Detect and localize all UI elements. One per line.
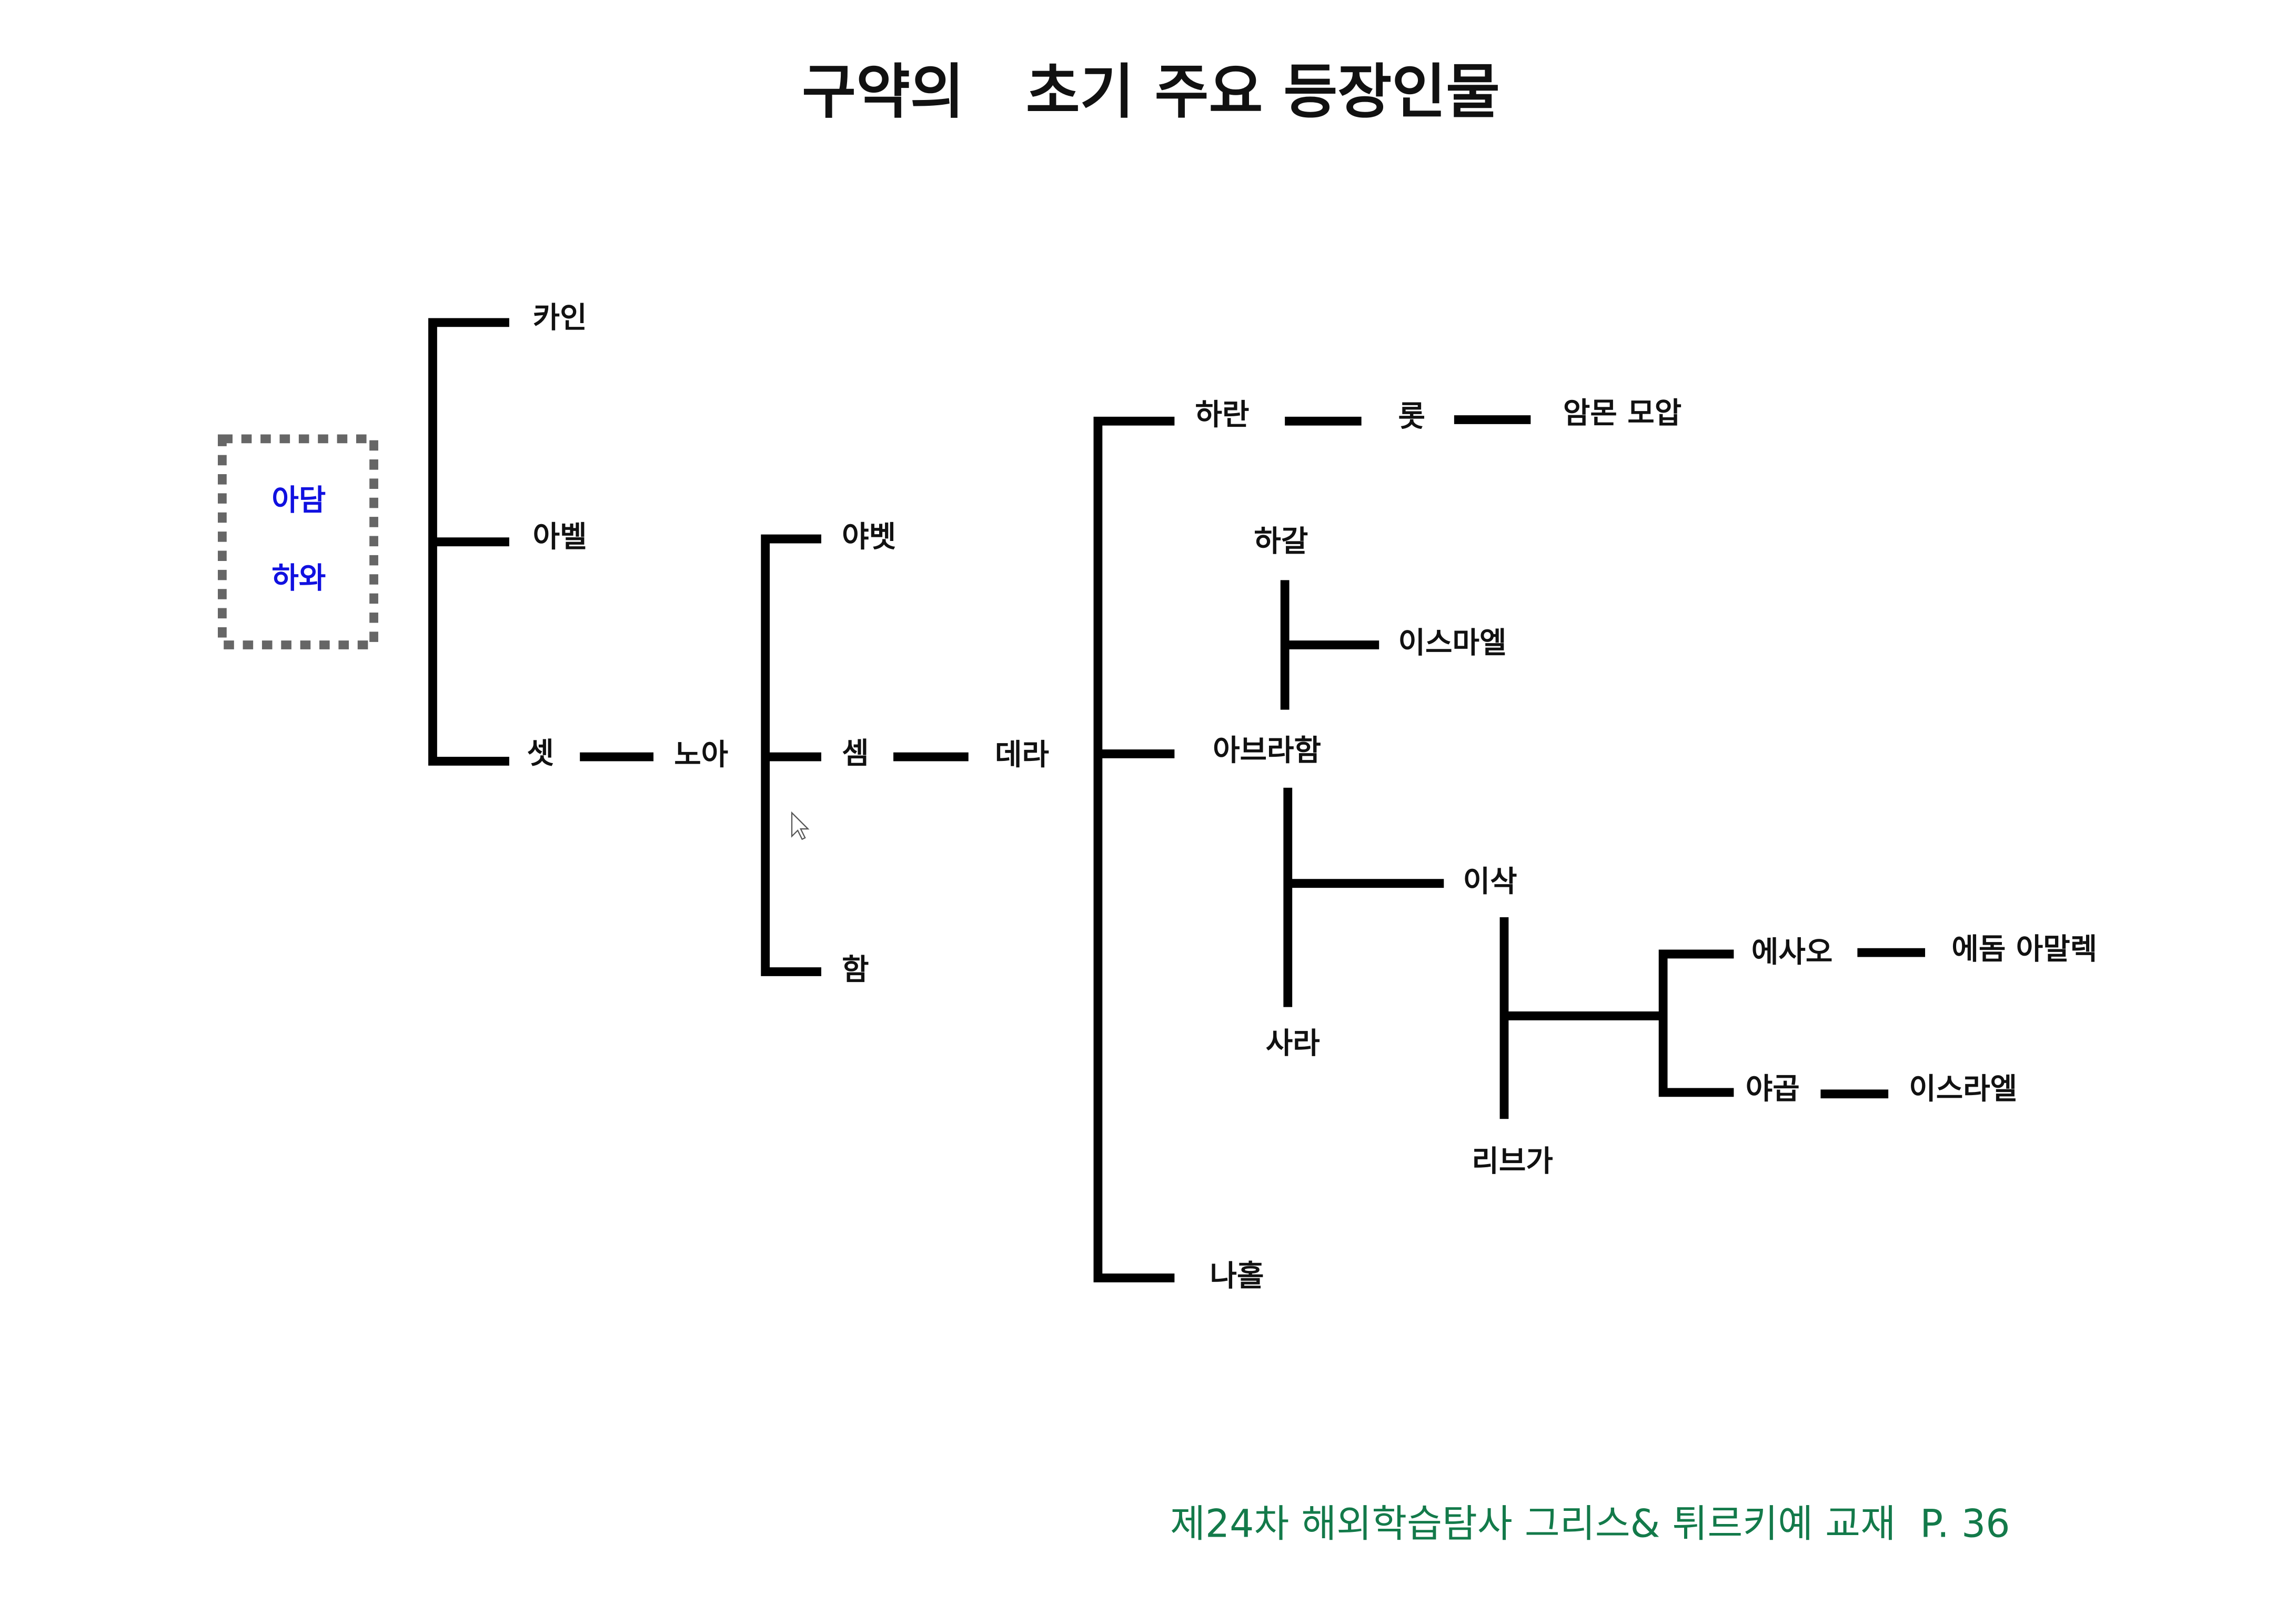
person-esau: 에사오: [1751, 935, 1832, 969]
person-edom-amalek: 에돔 아말렉: [1951, 932, 2097, 966]
person-noah: 노아: [674, 738, 728, 772]
person-sarah: 사라: [1266, 1027, 1320, 1061]
person-ammon-moab: 암몬 모압: [1563, 396, 1681, 430]
person-cain: 카인: [533, 300, 587, 335]
page-title: 구약의 초기 주요 등장인물: [802, 58, 1500, 126]
person-rebekah: 리브가: [1472, 1144, 1553, 1178]
person-jacob: 야곱: [1746, 1072, 1800, 1106]
person-hagar: 하갈: [1254, 525, 1308, 559]
connector-lines: [428, 318, 1926, 1282]
person-ham: 함: [842, 953, 869, 987]
person-japheth: 야벳: [842, 520, 896, 554]
person-ishmael: 이스마엘: [1398, 626, 1507, 660]
person-terah: 데라: [995, 738, 1049, 772]
person-seth: 셋: [527, 736, 553, 770]
person-isaac: 이삭: [1463, 865, 1517, 899]
footer-source: 제24차 해외학습탐사 그리스& 튀르키예 교재 P. 36: [1170, 1502, 2010, 1547]
person-abraham: 아브라함: [1213, 734, 1321, 768]
person-adam: 아담: [271, 483, 326, 517]
person-haran: 하란: [1195, 398, 1250, 432]
person-abel: 아벨: [533, 520, 587, 554]
person-eve: 하와: [271, 562, 326, 596]
person-nahor: 나홀: [1210, 1259, 1264, 1294]
person-lot: 롯: [1398, 399, 1425, 434]
person-shem: 셈: [842, 736, 869, 770]
mouse-cursor-icon: [791, 811, 810, 840]
person-israel: 이스라엘: [1909, 1072, 2017, 1106]
adam-eve-box: [218, 434, 378, 649]
